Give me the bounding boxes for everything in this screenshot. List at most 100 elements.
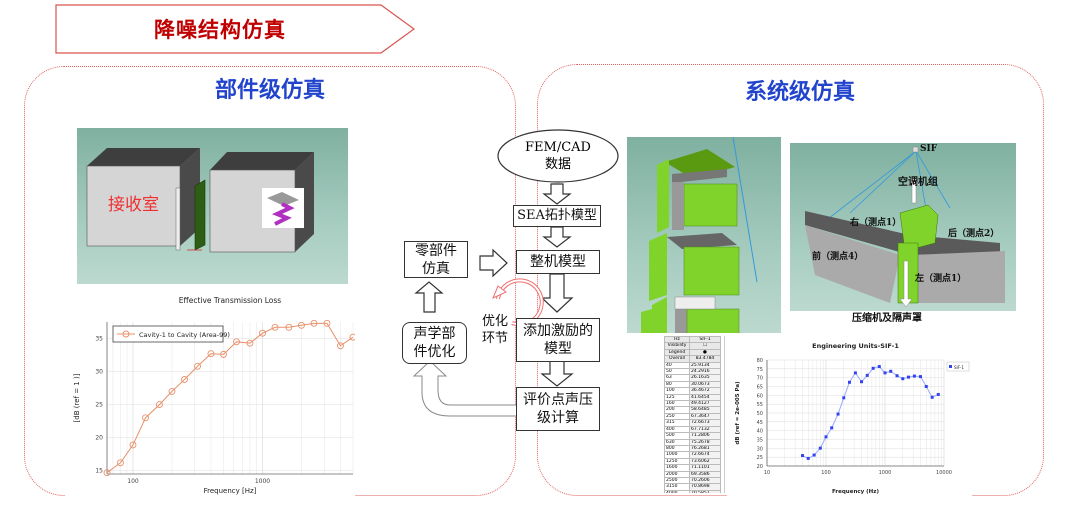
wall-back-left — [805, 211, 910, 255]
table-cell-value: 36.4672 — [689, 387, 721, 395]
data-point — [103, 469, 111, 477]
data-point — [818, 446, 822, 450]
test-panel — [194, 179, 206, 251]
data-point — [824, 435, 828, 439]
data-point — [830, 426, 834, 430]
sif-engineering-units-chart: Engineering Units-SIF-120253035404550556… — [727, 336, 972, 496]
x-tick-label: 10 — [764, 470, 770, 476]
data-point — [298, 321, 305, 329]
y-tick-label: 30 — [757, 446, 763, 452]
y-tick-label: 55 — [757, 402, 763, 408]
data-point — [233, 338, 240, 346]
node-excitation-line2: 模型 — [544, 341, 572, 357]
x-tick-label: 100 — [127, 478, 139, 485]
receiving-room-front — [86, 165, 181, 247]
node-fem-cad-line2: 数据 — [544, 157, 571, 172]
table-cell-value: 70.5851 — [689, 489, 721, 493]
node-eval-line2: 级计算 — [537, 410, 579, 426]
right-point-label: 右（测点1） — [850, 218, 902, 228]
data-point — [220, 350, 227, 358]
table-cell-value: ● — [689, 348, 721, 357]
optimization-loop-label: 优化 环节 — [480, 313, 510, 347]
data-point — [842, 396, 846, 400]
arrow-excite-to-eval — [540, 359, 574, 387]
node-sea-topology: SEA拓扑模型 — [513, 205, 601, 227]
y-tick-label: 45 — [757, 420, 763, 426]
compressor-label: 压缩机及隔声罩 — [852, 313, 922, 324]
table-cell-frequency: Visibility — [664, 342, 690, 350]
node-fem-cad: FEM/CAD 数据 — [500, 139, 616, 173]
x-axis-label: Frequency (Hz) — [832, 489, 879, 495]
y-tick-label: 40 — [757, 429, 763, 435]
legend-label: Cavity-1 to Cavity (Area-99) — [139, 331, 230, 339]
data-point — [912, 374, 916, 378]
page-title: 降噪结构仿真 — [154, 18, 286, 42]
data-point — [116, 459, 124, 467]
back-point-label: 后（测点2） — [948, 229, 1000, 239]
y-tick-label: 60 — [757, 393, 763, 399]
data-point — [930, 395, 934, 399]
arrow-sea-to-whole — [542, 226, 572, 248]
table-cell-value: 72.6673 — [689, 419, 721, 427]
node-acoustic-part-optimization: 声学部 件优化 — [402, 322, 467, 364]
data-point — [889, 369, 893, 373]
data-point — [806, 456, 810, 460]
data-point — [865, 373, 869, 377]
y-tick-label: 15 — [95, 468, 103, 475]
data-point — [323, 319, 331, 327]
arrow-opt-to-partsim — [414, 281, 444, 313]
x-tick-label: 10000 — [936, 470, 952, 476]
y-tick-label: 35 — [757, 438, 763, 444]
data-point — [924, 385, 928, 388]
data-point — [181, 376, 188, 383]
arrow-eval-to-opt — [412, 360, 517, 417]
table-cell-frequency: 4000 — [664, 489, 690, 493]
legend-marker — [949, 365, 952, 368]
data-point — [936, 392, 940, 396]
table-cell-value: 72.6674 — [689, 451, 721, 459]
data-point — [801, 454, 805, 458]
table-cell-value: ☐ — [689, 342, 721, 350]
node-acoustic-opt-line2: 件优化 — [413, 344, 456, 360]
table-cell-value: 30.0673 — [689, 380, 721, 389]
x-tick-label: 1000 — [255, 478, 270, 485]
table-cell-value: 73.6062 — [689, 457, 721, 466]
node-whole-machine-model: 整机模型 — [516, 250, 600, 274]
y-tick-label: 50 — [757, 411, 763, 417]
data-point — [895, 374, 899, 378]
y-tick-label: 25 — [757, 455, 763, 461]
table-cell-value: 83.4784 — [689, 355, 721, 363]
table-cell-value: 70.2606 — [689, 476, 721, 485]
wall-front-right — [900, 251, 1005, 303]
title-banner-shape — [55, 4, 415, 54]
system-stack-model-image — [627, 137, 781, 333]
node-fem-cad-line1: FEM/CAD — [525, 140, 591, 155]
data-point — [812, 453, 816, 457]
x-axis-label: Frequency [Hz] — [204, 487, 257, 495]
opt-loop-line2: 环节 — [481, 331, 508, 346]
y-tick-label: 20 — [757, 464, 763, 470]
data-point — [883, 371, 887, 375]
data-point — [901, 377, 905, 381]
table-row: 400070.5851 — [664, 489, 721, 493]
node-sound-pressure-eval: 评价点声压 级计算 — [516, 387, 600, 431]
data-point — [168, 387, 176, 395]
node-part-sim-line1: 零部件 — [415, 242, 457, 259]
data-point — [906, 375, 910, 379]
chart-background — [65, 286, 355, 496]
arrow-fem-to-sea — [542, 183, 572, 205]
y-tick-label: 80 — [757, 358, 763, 364]
table-cell-value: 26.1635 — [689, 374, 721, 382]
table-meta-row: Visibility☐ — [664, 342, 721, 350]
y-axis-label: dB (ref = 2e-005 Pa) — [735, 381, 741, 445]
legend-marker — [122, 330, 130, 338]
table-cell-value: 69.3586 — [689, 470, 721, 478]
stack-unit-top — [657, 149, 738, 233]
table-cell-value: 71.2806 — [689, 432, 721, 440]
